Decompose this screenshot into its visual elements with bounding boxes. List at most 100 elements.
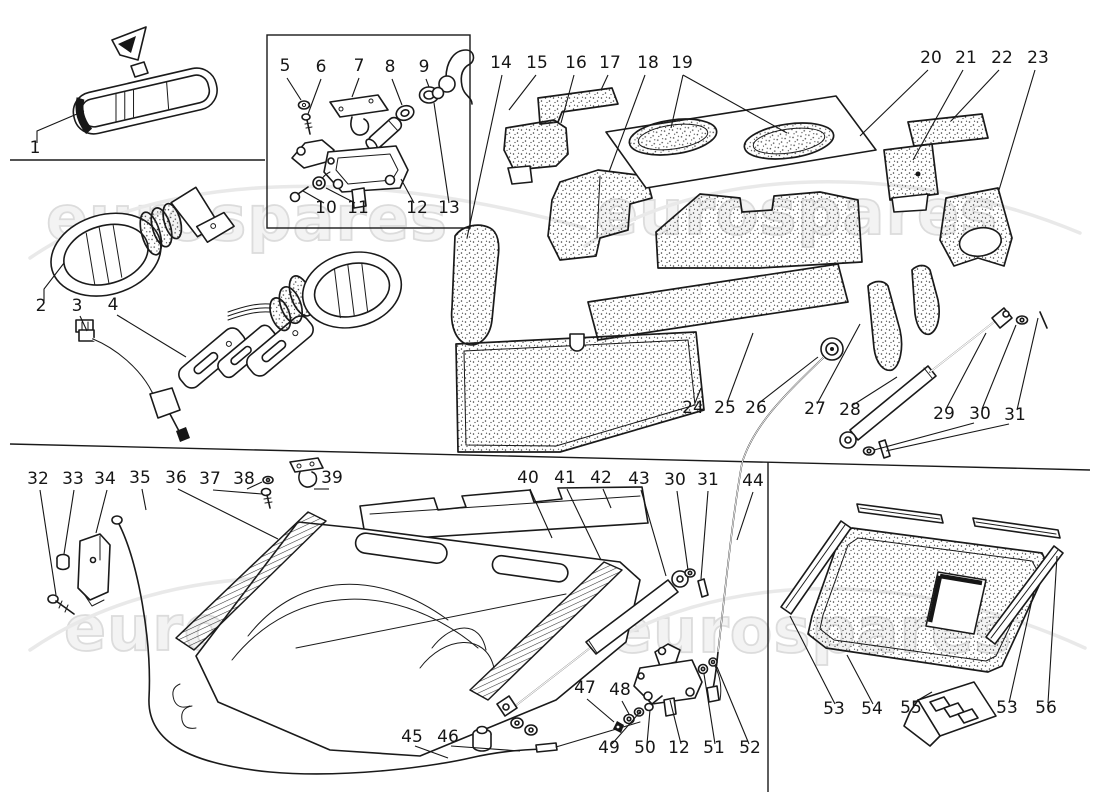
lid-latch-drawing [613, 643, 722, 733]
part-callout-26: 26 [745, 356, 819, 418]
callout-leader-line [79, 315, 88, 332]
part-callout-7: 7 [351, 56, 365, 98]
part-number-label: 17 [599, 53, 621, 73]
trunk-mat-24 [455, 331, 705, 453]
part-callout-12: 12 [400, 178, 428, 218]
part-number-label: 26 [745, 398, 767, 418]
callout-leader-line [36, 110, 85, 143]
part-callout-6: 6 [307, 57, 326, 115]
part-callout-22: 22 [950, 48, 1013, 122]
pillar-strip-b [911, 264, 940, 336]
part-callout-1: 1 [30, 110, 85, 158]
panel-17 [537, 87, 619, 125]
part-callout-21: 21 [912, 48, 977, 161]
part-callout-45: 45 [401, 727, 449, 759]
callout-leader-line [560, 74, 575, 124]
callout-leader-line [425, 78, 430, 88]
callout-leader-line [640, 489, 667, 577]
shelf-panel [587, 263, 849, 341]
part-callout-55: 55 [900, 691, 933, 718]
part-callout-18: 18 [608, 53, 659, 173]
part-callout-27: 27 [804, 323, 861, 419]
part-number-label: 12 [406, 198, 428, 218]
part-number-label: 23 [1027, 48, 1049, 68]
part-number-label: 54 [861, 699, 883, 719]
callout-leader-line [694, 387, 702, 404]
callout-leader-line [529, 488, 553, 539]
part-number-label: 9 [419, 57, 430, 77]
part-callout-43: 43 [628, 469, 667, 577]
part-number-label: 8 [385, 57, 396, 77]
part-number-label: 35 [129, 468, 151, 488]
callout-leader-line [912, 691, 933, 704]
callout-leader-line [39, 489, 57, 596]
engine-lid-drawing [172, 486, 649, 757]
part-number-label: 32 [27, 469, 49, 489]
part-number-label: 2 [36, 296, 47, 316]
part-callout-16: 16 [560, 53, 587, 124]
part-callout-39: 39 [314, 468, 343, 490]
panel-19-sheet [605, 95, 877, 189]
part-callout-32: 32 [27, 469, 57, 596]
part-callout-52: 52 [716, 666, 761, 758]
lid-seal-left-36 [175, 511, 327, 651]
callout-leader-line [621, 700, 630, 715]
panel-21 [883, 143, 939, 201]
part-number-label: 12 [668, 738, 690, 758]
mirror-harness-drawing [75, 319, 190, 442]
part-number-label: 48 [609, 680, 631, 700]
callout-leader-line [646, 709, 651, 745]
lid-top-panel-40 [359, 486, 649, 542]
second-exterior-mirror-drawing [227, 251, 403, 332]
part-callout-47: 47 [574, 678, 615, 723]
callout-leader-line [586, 698, 615, 723]
part-number-label: 14 [490, 53, 512, 73]
part-callout-3: 3 [72, 296, 88, 332]
mirror-base-plates-drawing [178, 315, 314, 389]
callout-leader-line [433, 102, 450, 204]
part-callout-29: 29 [933, 332, 987, 424]
part-number-label: 15 [526, 53, 548, 73]
callout-leader-line [1016, 317, 1039, 411]
part-callout-33: 33 [62, 469, 84, 555]
callout-leader-line [414, 745, 449, 759]
part-number-label: 18 [637, 53, 659, 73]
part-callout-12: 12 [668, 699, 690, 758]
callout-leader-line [391, 78, 403, 106]
callout-leader-line [676, 490, 689, 571]
part-number-label: 7 [354, 56, 365, 76]
callout-leader-line [351, 77, 360, 98]
part-number-label: 21 [955, 48, 977, 68]
part-number-label: 36 [165, 468, 187, 488]
lid-hardware-drawing [47, 457, 324, 615]
part-number-label: 30 [969, 404, 991, 424]
part-callout-36: 36 [165, 468, 279, 540]
callout-leader-line [998, 69, 1036, 191]
callout-leader-line [307, 78, 322, 115]
part-callout-48: 48 [609, 680, 631, 715]
callout-leader-line [670, 74, 684, 129]
part-number-label: 34 [94, 469, 116, 489]
part-number-label: 50 [634, 738, 656, 758]
part-callout-10: 10 [302, 190, 337, 218]
lid-seal-right [469, 561, 623, 701]
part-number-label: 56 [1035, 698, 1057, 718]
callout-leader-line [600, 74, 609, 91]
part-number-label: 16 [565, 53, 587, 73]
interior-mirror-drawing [72, 26, 218, 135]
part-number-label: 13 [438, 198, 460, 218]
callout-leader-line [816, 323, 861, 405]
part-callout-19: 19 [670, 53, 788, 134]
callout-leader-line [950, 69, 1000, 122]
part-number-label: 46 [437, 727, 459, 747]
hardware-box-frame [266, 34, 471, 229]
callout-leader-line [95, 489, 108, 534]
part-number-label: 19 [671, 53, 693, 73]
part-number-label: 22 [991, 48, 1013, 68]
callout-leader-line [566, 488, 602, 561]
callout-leader-line [466, 74, 503, 239]
divider-horizontal [9, 443, 1091, 471]
part-number-label: 44 [742, 471, 764, 491]
